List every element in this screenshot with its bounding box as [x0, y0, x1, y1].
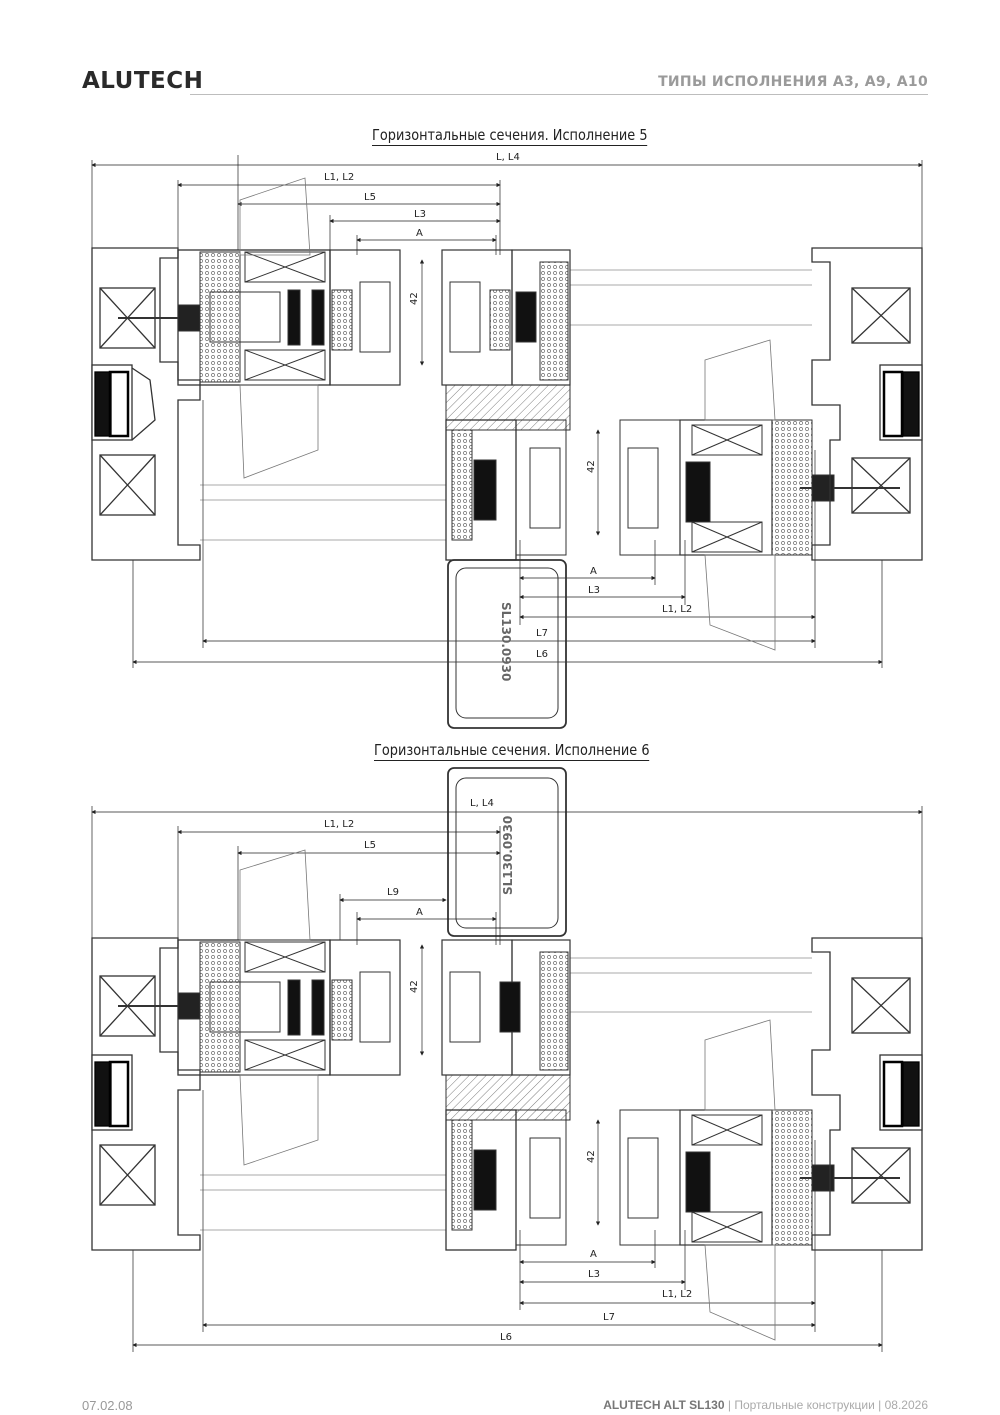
- dim-lines-2: [91, 806, 923, 1352]
- dim-42-left: 42: [409, 292, 420, 305]
- right-frame-1: [811, 247, 923, 561]
- dim-L9: L9: [387, 887, 399, 898]
- right-frame-2: [811, 937, 923, 1251]
- dim-L-L4-2: L, L4: [470, 798, 494, 809]
- profile-code-2: SL130.0930: [501, 816, 515, 895]
- centre-sash-1: [441, 249, 571, 431]
- dim-L1-L2-2: L1, L2: [324, 819, 354, 830]
- dim-lines-1: [91, 155, 923, 668]
- dim-L5: L5: [364, 192, 376, 203]
- section-2-drawing: [91, 767, 923, 1352]
- section-title: ТИПЫ ИСПОЛНЕНИЯ А3, А9, А10: [658, 74, 928, 90]
- header-rule: [190, 94, 928, 95]
- dim-L6: L6: [536, 649, 548, 660]
- footer-product-rest: | Портальные конструкции | 08.2026: [724, 1398, 928, 1412]
- dim-L3-bottom-2: L3: [588, 1269, 600, 1280]
- dim-A-bottom-2: A: [590, 1249, 597, 1260]
- section-1-title: Горизонтальные сечения. Исполнение 5: [372, 126, 648, 146]
- dim-L-L4: L, L4: [496, 152, 520, 163]
- dim-L7-2: L7: [603, 1312, 615, 1323]
- lower-sash-2: [445, 1109, 900, 1251]
- left-sash-1: [118, 249, 401, 386]
- footer-product: ALUTECH ALT SL130 | Портальные конструкц…: [603, 1398, 928, 1412]
- dim-42-right: 42: [586, 460, 597, 473]
- dim-L1-L2: L1, L2: [324, 172, 354, 183]
- dim-42-right-2: 42: [586, 1150, 597, 1163]
- dim-L3-bottom: L3: [588, 585, 600, 596]
- profile-code-1: SL130.0930: [499, 602, 513, 681]
- page-code: 07.02.08: [82, 1398, 133, 1413]
- dim-L1-L2-bottom: L1, L2: [662, 604, 692, 615]
- dim-A-2: A: [416, 907, 423, 918]
- centre-sash-2: [441, 939, 571, 1121]
- section-1-drawing: [91, 155, 923, 729]
- footer-product-name: ALUTECH ALT SL130: [603, 1398, 725, 1412]
- brand-logo: ALUTECH: [82, 68, 204, 94]
- dim-L5-2: L5: [364, 840, 376, 851]
- dim-A: A: [416, 228, 423, 239]
- dim-L3: L3: [414, 209, 426, 220]
- dim-42-left-2: 42: [409, 980, 420, 993]
- left-frame-1: [91, 247, 201, 561]
- left-sash-2: [118, 939, 401, 1076]
- dim-labels-2: L, L4 L1, L2 L5 L9 A 42 42 A L3 L1, L2 L…: [324, 798, 692, 1343]
- section-2-title: Горизонтальные сечения. Исполнение 6: [374, 741, 650, 761]
- dim-L7: L7: [536, 628, 548, 639]
- dim-L1-L2-bottom-2: L1, L2: [662, 1289, 692, 1300]
- dim-A-bottom: A: [590, 566, 597, 577]
- lower-sash-1: [445, 419, 900, 561]
- left-frame-2: [91, 937, 201, 1251]
- dim-L6-2: L6: [500, 1332, 512, 1343]
- page-header: ALUTECH ТИПЫ ИСПОЛНЕНИЯ А3, А9, А10: [82, 66, 928, 98]
- dim-labels-1: L, L4 L1, L2 L5 L3 A 42 42 A L3 L1, L2 L…: [324, 152, 692, 681]
